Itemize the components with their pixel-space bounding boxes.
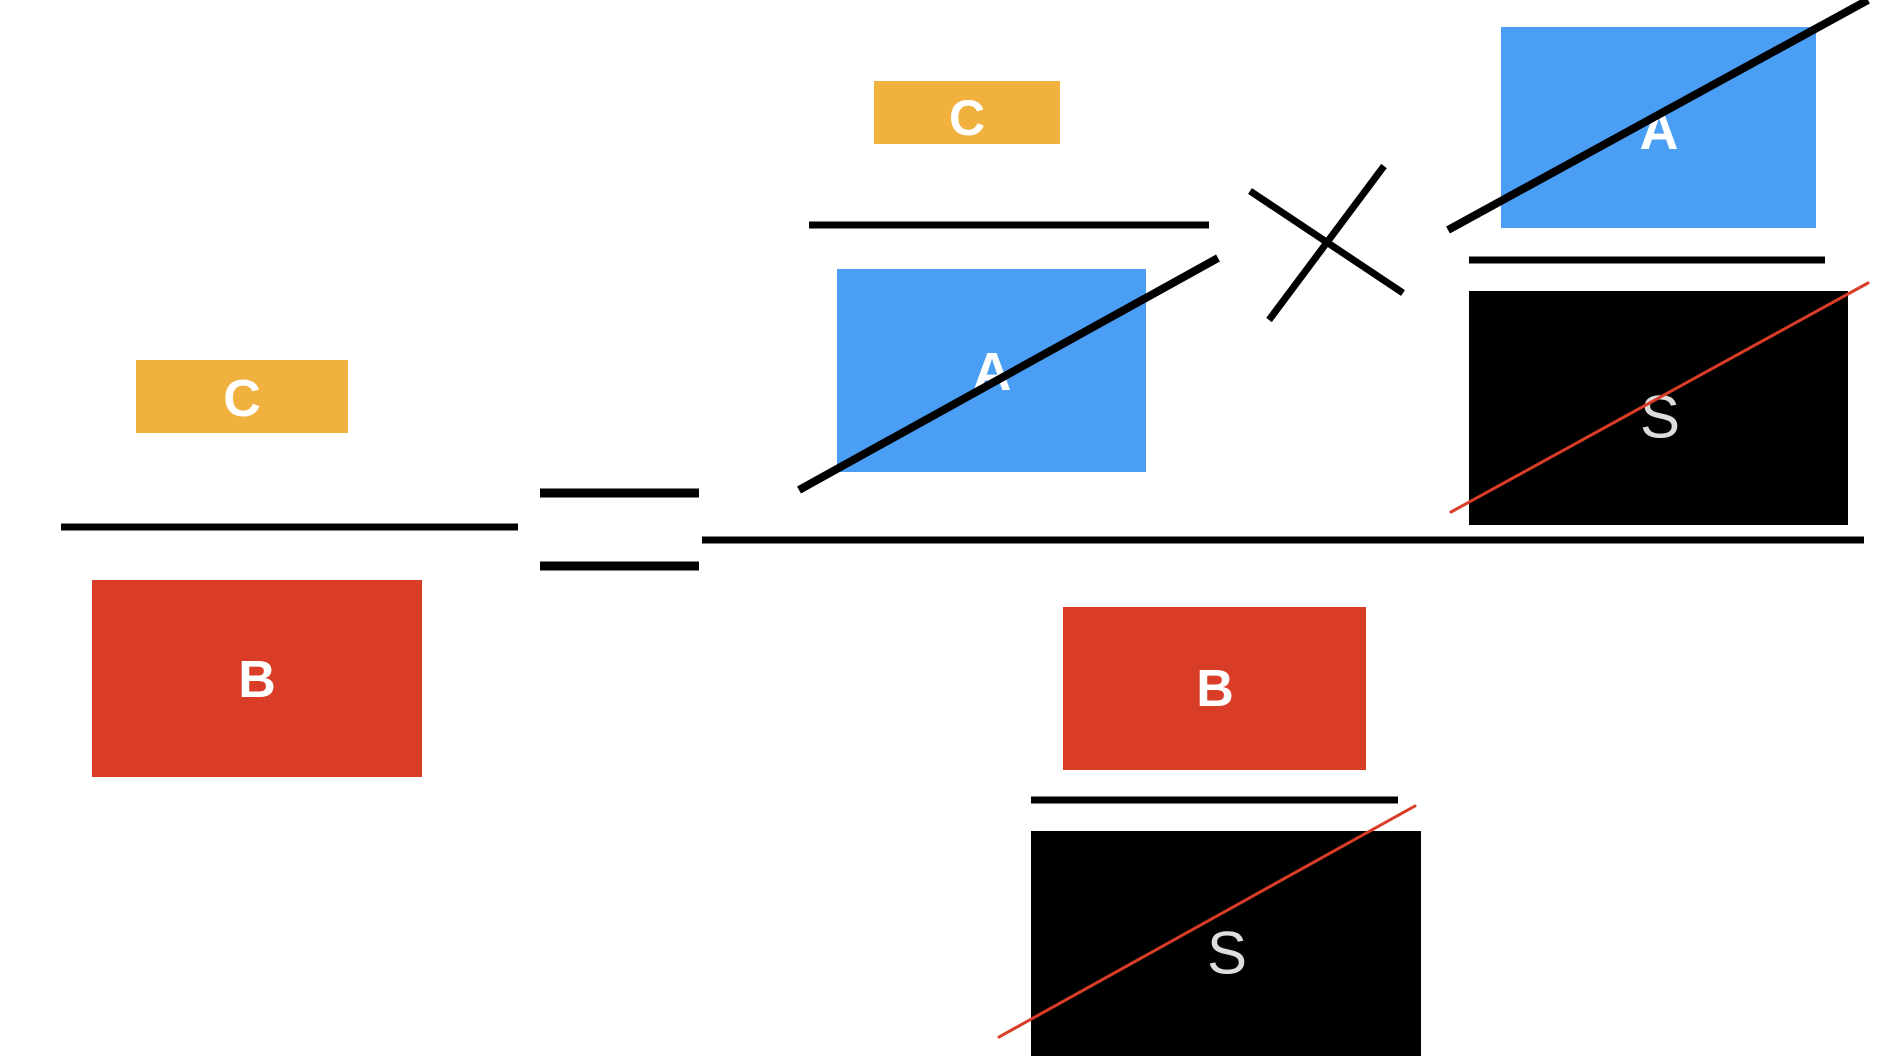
multiply-stroke-2 <box>1266 163 1387 323</box>
s-label: S <box>1207 920 1247 987</box>
rhs-b-box-group: B <box>1063 607 1366 770</box>
c-label: C <box>223 370 261 428</box>
lhs-numerator-box-c: C <box>136 360 348 433</box>
c-box <box>874 81 1060 144</box>
lhs-fraction: C B <box>61 360 518 777</box>
strike-through-a-left <box>797 254 1220 494</box>
rhs-right-subfraction: A S <box>1446 0 1870 525</box>
rhs-c-box-group: C <box>874 81 1060 146</box>
lhs-denominator-box-b: B <box>92 580 422 777</box>
equals-sign <box>540 488 699 571</box>
rhs-fraction: C A A S <box>702 0 1870 1056</box>
strike-through-s-right <box>1449 281 1870 514</box>
s-box <box>1031 831 1421 1056</box>
b-label: B <box>238 651 276 709</box>
rhs-left-subfraction: C A <box>797 81 1220 494</box>
b-box <box>1063 607 1366 770</box>
rhs-bottom-subfraction: B S <box>997 607 1421 1056</box>
c-box <box>136 360 348 433</box>
s-label: S <box>1640 384 1680 451</box>
c-label: C <box>949 90 985 146</box>
rhs-s-box-group-bottom: S <box>1031 831 1421 1056</box>
b-box <box>92 580 422 777</box>
strike-through-s-bottom <box>997 804 1417 1039</box>
multiply-icon <box>1248 163 1405 323</box>
b-label: B <box>1196 660 1234 718</box>
strike-through-a-right <box>1446 0 1870 234</box>
